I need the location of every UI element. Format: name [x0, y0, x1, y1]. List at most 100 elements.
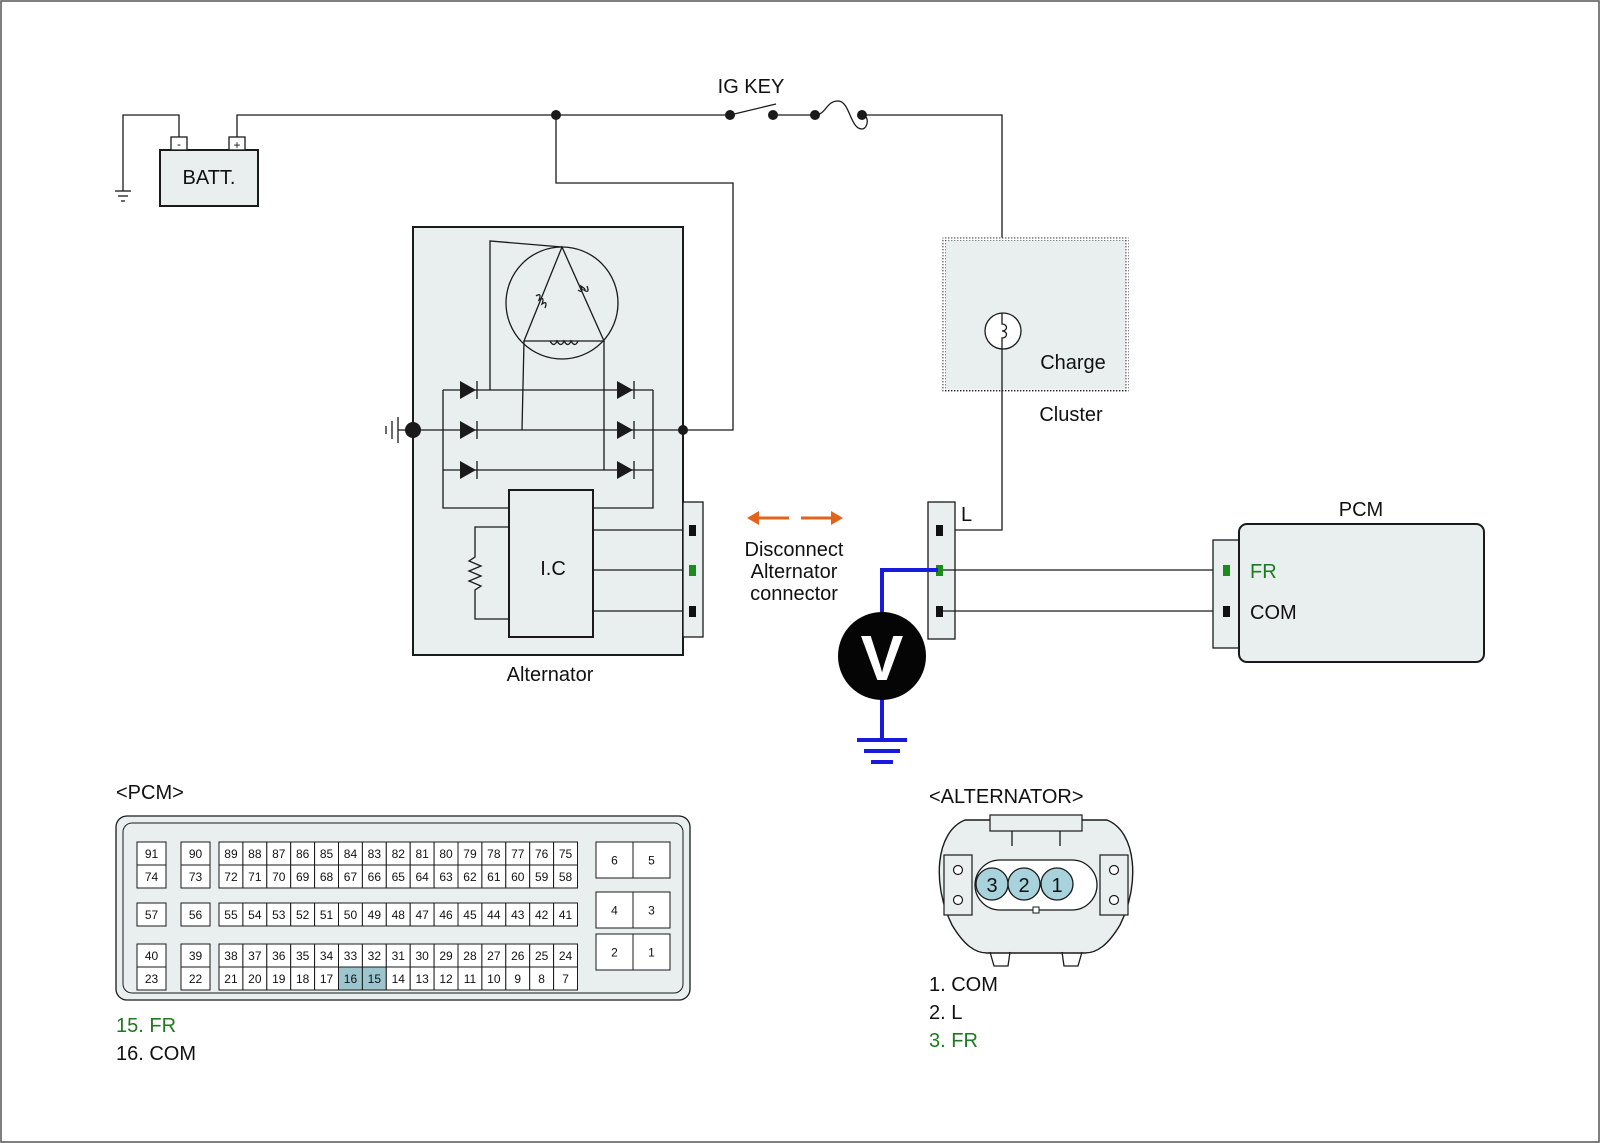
pcm-pin-18: 18 [296, 972, 310, 986]
pcm-pin-87: 87 [272, 847, 286, 861]
pcm-pin-22-cell [180, 966, 211, 991]
pcm-pin-37: 37 [248, 949, 262, 963]
pcm-pin-74: 74 [145, 870, 159, 884]
pcm-pin-31: 31 [392, 949, 406, 963]
pcm-pin-64: 64 [415, 870, 429, 884]
meter-label: V [861, 622, 904, 694]
pcm-legend-16: 16. COM [116, 1043, 196, 1065]
pcm-module: PCM FR COM [1212, 499, 1485, 663]
pcm-pin-56-cell [180, 902, 211, 927]
pcm-pin-76: 76 [535, 847, 549, 861]
pcm-pin-23-cell [136, 966, 167, 991]
pcm-pin-5: 5 [648, 854, 655, 868]
pcm-pin-21: 21 [224, 972, 238, 986]
pcm-pin-82: 82 [392, 847, 406, 861]
pcm-pin-74-cell [136, 864, 167, 889]
alternator: I.C Alternator [385, 226, 704, 686]
pcm-pin-88: 88 [248, 847, 262, 861]
pcm-pin-55: 55 [224, 908, 238, 922]
pcm-pin-14: 14 [392, 972, 406, 986]
pcm-pin-91: 91 [145, 847, 159, 861]
pcm-pin-28: 28 [463, 949, 477, 963]
pcm-pin-59: 59 [535, 870, 549, 884]
pcm-pin-65: 65 [392, 870, 406, 884]
pcm-pin-50: 50 [344, 908, 358, 922]
pcm-pin-70: 70 [272, 870, 286, 884]
pcm-pin-81: 81 [415, 847, 429, 861]
pcm-pin-66: 66 [368, 870, 382, 884]
cluster-label: Cluster [1039, 404, 1103, 426]
pcm-pin-60: 60 [511, 870, 525, 884]
pcm-pin-20: 20 [248, 972, 262, 986]
pcm-com-label: COM [1250, 602, 1297, 624]
voltmeter-icon: V [838, 612, 926, 700]
resistor-icon [467, 526, 509, 620]
instruction-line-1: Disconnect [745, 539, 844, 561]
pcm-pin-72: 72 [224, 870, 238, 884]
pcm-pin-90: 90 [189, 847, 203, 861]
pcm-pin-79: 79 [463, 847, 477, 861]
pcm-pin-84: 84 [344, 847, 358, 861]
pcm-pin-35: 35 [296, 949, 310, 963]
pcm-pin-40: 40 [145, 949, 159, 963]
pcm-pin-57: 57 [145, 908, 159, 922]
pcm-pin-57-cell [136, 902, 167, 927]
ig-key-label: IG KEY [718, 76, 785, 98]
pcm-pin-42: 42 [535, 908, 549, 922]
pcm-pin-30: 30 [415, 949, 429, 963]
pcm-pin-56: 56 [189, 908, 203, 922]
pcm-pin-41: 41 [559, 908, 573, 922]
alternator-legend-1: 1. COM [929, 974, 998, 996]
meter-probe-wire [880, 568, 938, 628]
pcm-pin-6-cell [595, 841, 634, 879]
pcm-pin-1-cell [632, 933, 671, 971]
pcm-pin-5-cell [632, 841, 671, 879]
pcm-fr-label: FR [1250, 561, 1277, 583]
pcm-legend-15: 15. FR [116, 1015, 176, 1037]
pcm-pin-15: 15 [368, 972, 382, 986]
alternator-legend-2: 2. L [929, 1002, 962, 1024]
pcm-pin-6: 6 [611, 854, 618, 868]
pcm-pin-69: 69 [296, 870, 310, 884]
pcm-pin-62: 62 [463, 870, 477, 884]
pcm-pin-8: 8 [538, 972, 545, 986]
alternator-connector-face: 3 2 1 [938, 814, 1134, 967]
pcm-pin-52: 52 [296, 908, 310, 922]
alternator-pin-2: 2 [1018, 875, 1029, 897]
pcm-pin-10: 10 [487, 972, 501, 986]
pcm-pin-3: 3 [648, 904, 655, 918]
pcm-pin-73: 73 [189, 870, 203, 884]
alternator-pin-1: 1 [1051, 875, 1062, 897]
pcm-pin-67: 67 [344, 870, 358, 884]
pcm-pin-22: 22 [189, 972, 203, 986]
ig-key-switch: IG KEY [718, 76, 815, 120]
pcm-pin-83: 83 [368, 847, 382, 861]
pcm-pin-7: 7 [562, 972, 569, 986]
battery-ground-icon [115, 114, 180, 202]
pcm-pin-48: 48 [392, 908, 406, 922]
meter-ground-icon [857, 738, 907, 764]
pcm-pin-58-cell [553, 864, 578, 889]
rectifier-diode-icon [460, 381, 635, 479]
pcm-pin-13: 13 [415, 972, 429, 986]
pcm-pin-47: 47 [415, 908, 429, 922]
pcm-pin-3-cell [632, 891, 671, 929]
battery-minus-label: - [177, 137, 181, 151]
cluster: Charge Cluster [942, 237, 1129, 531]
pcm-pin-17: 17 [320, 972, 334, 986]
pcm-pin-1: 1 [648, 946, 655, 960]
pcm-pin-71: 71 [248, 870, 262, 884]
pcm-pin-51: 51 [320, 908, 334, 922]
pcm-pin-24: 24 [559, 949, 573, 963]
pcm-pin-80: 80 [439, 847, 453, 861]
pcm-pin-54: 54 [248, 908, 262, 922]
pcm-pin-39: 39 [189, 949, 203, 963]
pcm-pin-9: 9 [514, 972, 521, 986]
pcm-pin-25: 25 [535, 949, 549, 963]
pcm-pin-33: 33 [344, 949, 358, 963]
pcm-pin-2: 2 [611, 946, 618, 960]
pcm-pin-4: 4 [611, 904, 618, 918]
